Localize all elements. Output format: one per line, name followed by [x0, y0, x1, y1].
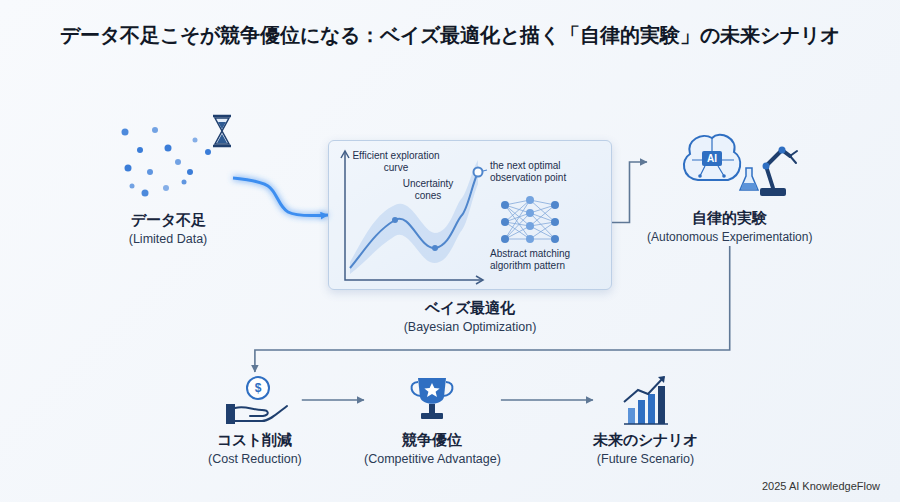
growth-chart-icon [624, 423, 668, 425]
trophy-icon [424, 383, 439, 397]
cost-hand-icon [247, 377, 269, 399]
cost-hand-icon [226, 377, 287, 424]
node-subtitle: (Future Scenario) [593, 450, 698, 468]
data-dots-icon [125, 165, 132, 172]
data-dots-icon [193, 138, 198, 143]
node-subtitle: (Limited Data) [103, 230, 233, 248]
data-dots-icon [175, 159, 181, 165]
currency-symbol: $ [250, 380, 266, 396]
robot-arm-icon [763, 163, 770, 170]
trophy-icon [412, 378, 453, 419]
chip-label: AI [702, 151, 722, 166]
ai-brain-icon [702, 151, 722, 166]
node-subtitle: (Cost Reduction) [208, 450, 302, 468]
node-subtitle: (Autonomous Experimentation) [647, 228, 812, 246]
trophy-icon [412, 382, 453, 396]
hourglass-icon [213, 115, 231, 118]
data-dots-icon [142, 190, 149, 197]
glass-panel-back [328, 140, 612, 290]
robot-arm-icon [779, 147, 786, 154]
flask-icon [740, 168, 758, 190]
chart-annotation: the next optimal observation point [490, 160, 605, 184]
data-dots-icon [165, 145, 172, 152]
cost-hand-icon [226, 404, 235, 424]
trophy-icon [418, 378, 446, 404]
node-heading: 自律的実験 [647, 208, 812, 228]
ai-brain-icon [684, 135, 740, 180]
growth-chart-icon [628, 408, 635, 424]
chart-annotation: Uncertainty cones [398, 178, 458, 202]
growth-chart-icon [658, 376, 665, 383]
watermark: 2025 AI KnowledgeFlow [740, 480, 880, 492]
ai-brain-icon [698, 174, 702, 178]
data-node: データ不足(Limited Data) [103, 118, 233, 248]
outcome-node: 競争優位(Competitive Advantage) [364, 372, 501, 468]
diagram-title: データ不足こそが競争優位になる：ベイズ最適化と描く「自律的実験」の未来シナリオ [0, 22, 900, 49]
data-dots-icon [137, 147, 143, 153]
data-dots-icon [122, 127, 212, 197]
hourglass-icon [217, 122, 227, 143]
data-dots-icon [122, 129, 129, 136]
data-dots-icon [130, 184, 135, 189]
flask-icon [740, 168, 758, 190]
ai-brain-icon [684, 135, 740, 180]
robot-arm-icon [790, 151, 797, 163]
node-heading: 競争優位 [364, 430, 501, 450]
flow-arrow [255, 246, 730, 372]
robot-arm-icon [760, 147, 797, 197]
chart-annotation: Efficient exploration curve [350, 150, 442, 174]
data-dots-icon [205, 149, 211, 155]
trophy-icon [429, 404, 435, 413]
glowing-flow-arrow [233, 178, 328, 216]
node-subtitle: (Competitive Advantage) [364, 450, 501, 468]
data-dots-icon [147, 169, 153, 175]
growth-chart-icon [638, 400, 645, 424]
growth-chart-icon [648, 394, 655, 424]
trophy-icon [421, 413, 443, 419]
hourglass-icon [213, 116, 231, 146]
data-dots-icon [152, 127, 158, 133]
glass-panel [328, 140, 612, 290]
flask-icon [741, 183, 757, 189]
hourglass-icon [215, 118, 229, 144]
node-heading: コスト削減 [208, 430, 302, 450]
robot-arm-icon [766, 150, 790, 188]
outcome-node: 未来のシナリオ(Future Scenario) [593, 372, 698, 468]
cost-hand-icon [235, 406, 287, 421]
chart-annotation: Abstract matching algorithm pattern [490, 248, 605, 272]
flow-arrow [501, 399, 593, 401]
ai-brain-icon [692, 138, 734, 176]
glass-panel-back [328, 140, 612, 290]
result-node: 自律的実験(Autonomous Experimentation) [647, 122, 812, 246]
node-heading: 未来のシナリオ [593, 430, 698, 450]
node-heading: データ不足 [103, 210, 233, 230]
hourglass-icon [213, 145, 231, 148]
flow-arrow [302, 399, 364, 401]
ai-brain-icon [722, 174, 726, 178]
node-heading: ベイズ最適化 [328, 298, 612, 318]
growth-chart-icon [624, 376, 668, 424]
data-dots-icon [163, 185, 169, 191]
growth-chart-icon [624, 377, 664, 402]
data-dots-icon [182, 180, 187, 185]
flow-arrow [612, 162, 647, 223]
growth-chart-icon [658, 386, 665, 424]
data-dots-icon [187, 169, 193, 175]
node-subtitle: (Bayesian Optimization) [328, 318, 612, 336]
process-panel: ベイズ最適化(Bayesian Optimization) [328, 140, 612, 336]
